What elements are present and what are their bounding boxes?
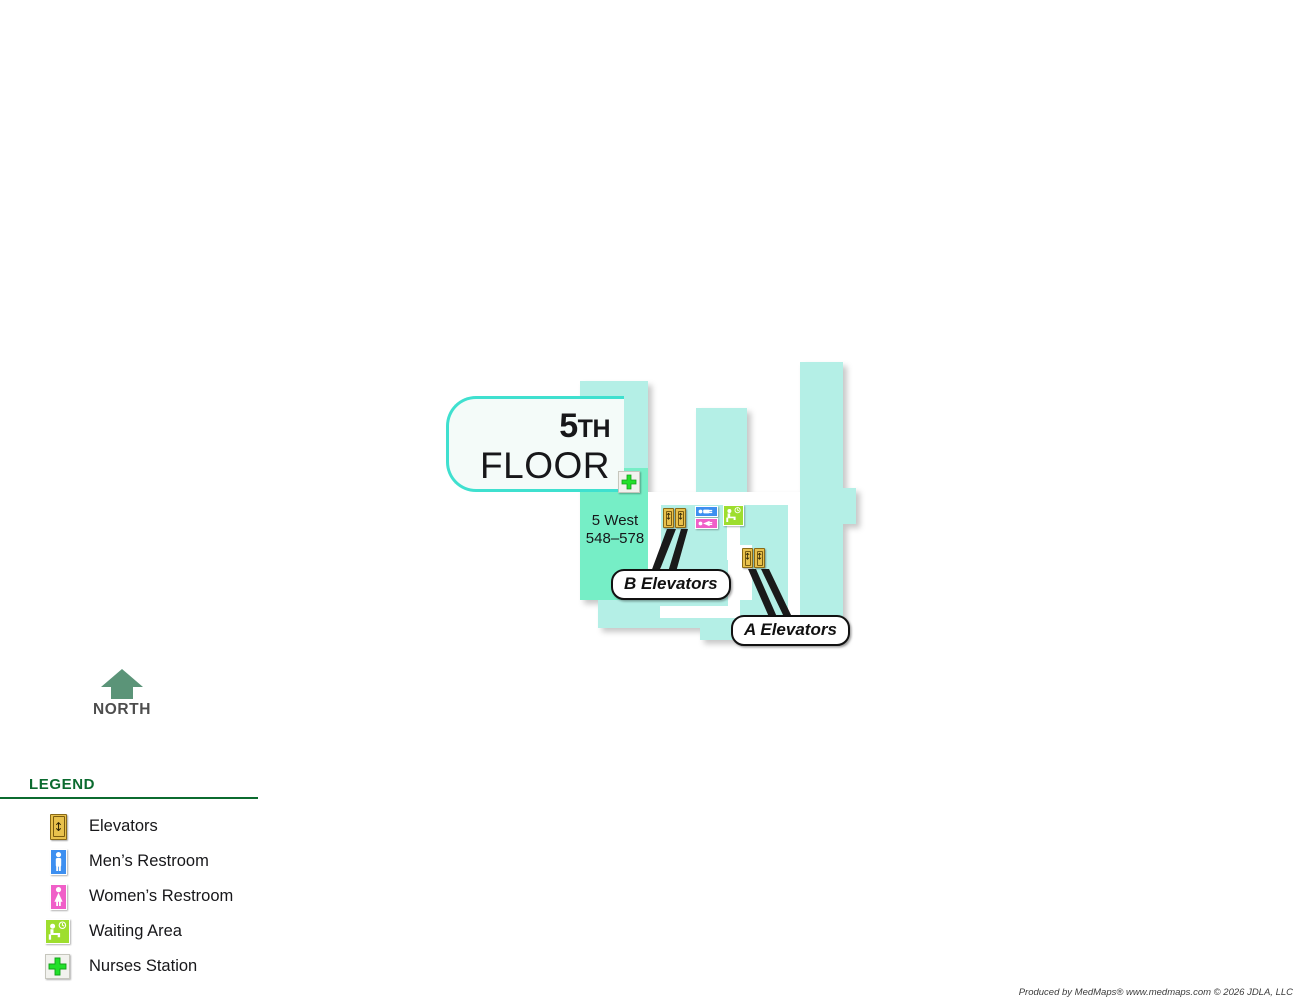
elevator-b-icon-right[interactable]: ↕ [675,508,686,528]
womens-restroom-icon [45,883,71,910]
legend-label-womens-restroom: Women’s Restroom [89,887,234,905]
legend: LEGEND ↕ Elevators [0,776,300,1000]
elevator-b-icon-left[interactable]: ↕ [663,508,674,528]
legend-item-nurses-station[interactable]: Nurses Station [0,949,300,984]
nurses-station-icon [45,953,71,980]
north-label: NORTH [92,701,152,718]
legend-label-mens-restroom: Men’s Restroom [89,852,209,870]
north-arrow-icon [101,669,143,699]
room-label-line2: 548–578 [585,530,645,547]
floor-number: 5TH [559,407,611,445]
legend-item-elevators[interactable]: ↕ Elevators [0,809,300,844]
floor-word: FLOOR [480,445,610,486]
womens-restroom-icon[interactable] [695,518,718,529]
mens-restroom-icon[interactable] [695,506,718,517]
legend-label-waiting-area: Waiting Area [89,922,182,940]
north-indicator: NORTH [92,668,152,719]
legend-divider [0,797,258,799]
callout-a-elevators[interactable]: A Elevators [731,615,850,646]
elevators-icon: ↕ [45,813,71,840]
callout-a-elevators-label: A Elevators [744,620,837,639]
waiting-area-icon [45,918,71,945]
legend-title: LEGEND [29,776,96,793]
legend-item-mens-restroom[interactable]: Men’s Restroom [0,844,300,879]
room-label-5-west: 5 West 548–578 [566,512,664,548]
nurses-station-icon[interactable] [618,471,640,493]
mens-restroom-icon [45,848,71,875]
floor-ordinal: TH [577,415,611,443]
elevator-a-icon-left[interactable]: ↕ [742,548,753,568]
footer-credit: Produced by MedMaps® www.medmaps.com © 2… [1018,987,1293,998]
legend-label-elevators: Elevators [89,817,158,835]
elevator-a-icon-right[interactable]: ↕ [754,548,765,568]
waiting-area-icon[interactable] [723,505,744,526]
legend-label-nurses-station: Nurses Station [89,957,198,975]
callout-b-elevators-label: B Elevators [624,574,718,593]
legend-item-womens-restroom[interactable]: Women’s Restroom [0,879,300,914]
floor-badge: 5TH FLOOR [446,396,624,492]
room-label-line1: 5 West [591,512,639,529]
legend-list: ↕ Elevators Men’s Restroom [0,809,300,984]
legend-item-waiting-area[interactable]: Waiting Area [0,914,300,949]
callout-b-elevators[interactable]: B Elevators [611,569,731,600]
